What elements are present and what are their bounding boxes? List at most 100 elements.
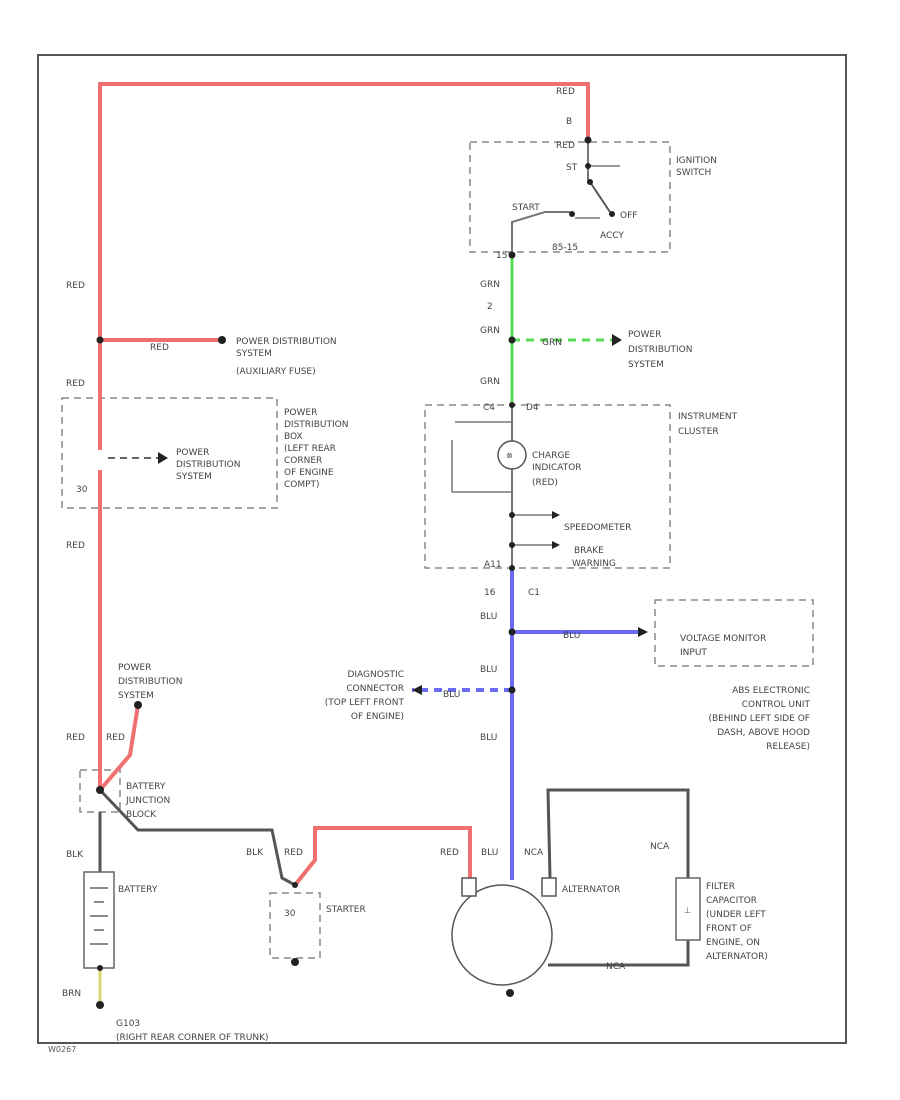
junction-block-l3: BLOCK	[126, 810, 157, 820]
alternator-nca-wire	[546, 788, 690, 879]
power-distribution-box-outline	[61, 397, 278, 509]
abs-note-l4: DASH, ABOVE HOOD	[717, 728, 810, 738]
brake-label-2: WARNING	[572, 559, 616, 569]
pds-grn-l1: POWER	[628, 330, 661, 340]
junction-block-l1: BATTERY	[126, 782, 166, 792]
pds-aux-arrow-icon	[218, 336, 226, 344]
red-main-label-1: RED	[66, 281, 85, 291]
pdb-inner-l2: DISTRIBUTION	[176, 460, 240, 470]
pdb-pin: 30	[76, 485, 88, 495]
cluster-pin-top-r: D4	[526, 403, 539, 413]
charge-lamp-l2: INDICATOR	[532, 463, 582, 473]
cluster-pin-top-l: C4	[483, 403, 495, 413]
red-main-label-3: RED	[66, 541, 85, 551]
cluster-label-2: CLUSTER	[678, 427, 719, 437]
svg-text:⊗: ⊗	[506, 451, 513, 460]
green-label-2: GRN	[480, 326, 500, 336]
pdb-box-l3: BOX	[284, 432, 303, 442]
junction-dot	[96, 786, 104, 794]
abs-note-l5: RELEASE)	[766, 742, 810, 752]
pdb-box-l1: POWER	[284, 408, 317, 418]
cluster-feed-line	[451, 440, 512, 493]
starter-term-dot	[292, 882, 298, 888]
pds-aux-l2: SYSTEM	[236, 349, 272, 359]
junction-dot	[96, 336, 104, 344]
diagnostic-l1: DIAGNOSTIC	[347, 670, 404, 680]
pdb-box-l4: (LEFT REAR	[284, 444, 336, 454]
starter-box	[269, 892, 321, 959]
blue-pin-r: C1	[528, 588, 540, 598]
pds-grn-arrow-icon	[612, 334, 622, 346]
instrument-cluster-box	[424, 404, 671, 569]
voltage-arrow-icon	[638, 627, 648, 637]
pdb-box-l7: COMPT)	[284, 480, 320, 490]
ignition-label-1: IGNITION	[676, 156, 717, 166]
black-starter-wire	[98, 788, 296, 887]
filter-cap-l2: CAPACITOR	[706, 896, 757, 906]
abs-note-l1: ABS ELECTRONIC	[732, 686, 810, 696]
blue-alternator-label: BLU	[481, 848, 498, 858]
ignition-dot-off	[609, 211, 615, 217]
speedometer-arrow-icon	[552, 511, 560, 519]
filter-capacitor-symbol	[675, 877, 701, 941]
ignition-pos-acc: ACCY	[600, 231, 624, 241]
diagram-code: W0267	[48, 1045, 76, 1054]
red-starter-wire	[293, 826, 472, 887]
green-label-3: GRN	[480, 377, 500, 387]
pds-battery-l3: SYSTEM	[118, 691, 154, 701]
svg-text:⊥: ⊥	[684, 906, 691, 915]
pds-battery-arrow-icon	[134, 701, 142, 709]
ignition-switch-box	[469, 141, 671, 253]
pdb-box-l2: DISTRIBUTION	[284, 420, 348, 430]
filter-cap-l1: FILTER	[706, 882, 735, 892]
ignition-label-2: SWITCH	[676, 168, 711, 178]
blue-vm-label: BLU	[563, 631, 580, 641]
alternator-label: ALTERNATOR	[562, 885, 620, 895]
pds-aux-l3: (AUXILIARY FUSE)	[236, 367, 316, 377]
ignition-code: 85-15	[552, 243, 578, 253]
filter-cap-l6: ALTERNATOR)	[706, 952, 768, 962]
black-starter-label: BLK	[246, 848, 264, 858]
cluster-pin-bottom: A11	[484, 560, 502, 570]
voltage-monitor-l1: VOLTAGE MONITOR	[680, 634, 766, 644]
filter-cap-l3: (UNDER LEFT	[706, 910, 766, 920]
alternator-symbol	[451, 884, 553, 986]
abs-note-l3: (BEHIND LEFT SIDE OF	[708, 714, 810, 724]
pdb-arrow-icon	[158, 452, 168, 464]
diagnostic-l4: OF ENGINE)	[351, 712, 404, 722]
blue-pin-l: 16	[484, 588, 496, 598]
junction-dot	[508, 686, 516, 694]
pds-grn-l2: DISTRIBUTION	[628, 345, 692, 355]
pds-battery-l1: POWER	[118, 663, 151, 673]
abs-note-l2: CONTROL UNIT	[742, 700, 811, 710]
junction-dot	[509, 565, 515, 571]
junction-dot	[509, 542, 515, 548]
junction-dot	[508, 336, 516, 344]
pdb-inner-l3: SYSTEM	[176, 472, 212, 482]
charge-lamp-l3: (RED)	[532, 478, 558, 488]
blue-label-2: BLU	[480, 665, 497, 675]
red-junction-wire	[98, 704, 140, 792]
ignition-pin-top: B	[566, 117, 572, 127]
charge-lamp-l1: CHARGE	[532, 451, 570, 461]
alternator-terminal-left	[461, 877, 477, 897]
cluster-label-1: INSTRUMENT	[678, 412, 738, 422]
ignition-start-path	[511, 211, 570, 255]
ground-wire-label: BRN	[62, 989, 81, 999]
ignition-wire-top-label: RED	[556, 87, 575, 97]
voltage-monitor-l2: INPUT	[680, 648, 707, 658]
ground-label-2: (RIGHT REAR CORNER OF TRUNK)	[116, 1033, 269, 1043]
filter-cap-l4: FRONT OF	[706, 924, 752, 934]
alternator-nca-label-2: NCA	[650, 842, 670, 852]
ignition-arm	[589, 181, 611, 213]
pds-aux-l1: POWER DISTRIBUTION	[236, 337, 337, 347]
ground-label-1: G103	[116, 1019, 140, 1029]
ignition-dot-st	[585, 163, 591, 169]
junction-dot	[509, 402, 515, 408]
junction-dot	[509, 512, 515, 518]
battery-symbol	[83, 871, 115, 969]
junction-dot	[97, 965, 103, 971]
pdb-inner-l1: POWER	[176, 448, 209, 458]
ignition-dot-start	[569, 211, 575, 217]
